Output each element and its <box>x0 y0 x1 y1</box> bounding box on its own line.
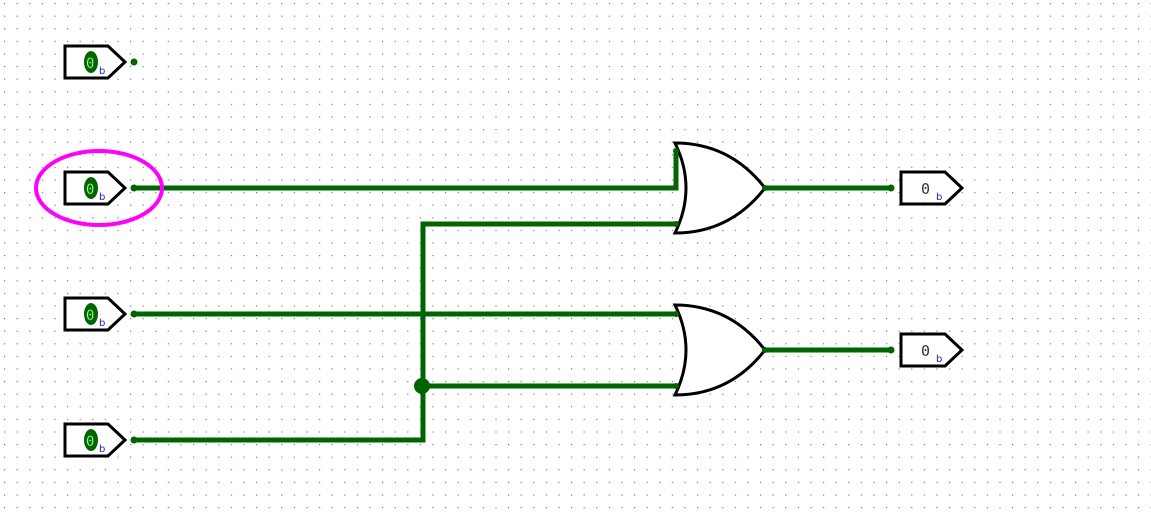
or-gate-input-port <box>673 148 679 154</box>
input-pin-radix: b <box>99 318 105 329</box>
or-gate-body <box>672 303 767 397</box>
input-pin-radix: b <box>99 192 105 203</box>
wire-input-2-to-or-1[interactable] <box>131 148 679 191</box>
output-pin-body <box>899 332 965 368</box>
input-pin-radix: b <box>99 444 105 455</box>
input-pin-value: 0 <box>86 56 94 72</box>
input-pin-radix: b <box>99 66 105 77</box>
input-pin-port <box>130 58 138 66</box>
input-pin-led[interactable] <box>84 303 98 325</box>
output-pin-port <box>887 346 895 354</box>
output-pin-radix: b <box>936 192 942 203</box>
input-pin-3[interactable]: 0 b <box>63 296 138 332</box>
or-gate-1[interactable] <box>672 141 768 235</box>
output-pin-value: 0 <box>921 342 930 360</box>
or-gate-output-port <box>762 185 768 191</box>
output-pin-1[interactable]: 0 b <box>887 170 965 206</box>
input-pin-led[interactable] <box>84 177 98 199</box>
output-pin-body <box>899 170 965 206</box>
input-pin-value: 0 <box>86 434 94 450</box>
input-pin-led[interactable] <box>84 429 98 451</box>
output-pin-port <box>887 184 895 192</box>
input-pin-port <box>130 436 138 444</box>
wire-junction <box>414 378 430 394</box>
input-pin-value: 0 <box>86 308 94 324</box>
wire-input-4-to-junction[interactable] <box>131 383 679 443</box>
wires <box>131 148 894 443</box>
input-pin-4[interactable]: 0 b <box>63 422 138 458</box>
input-pin-2[interactable]: 0 b <box>63 170 138 206</box>
selection-highlight <box>34 149 164 227</box>
or-gate-body <box>672 141 767 235</box>
input-pin-value: 0 <box>86 182 94 198</box>
or-gate-output-port <box>762 347 768 353</box>
or-gate-input-port <box>673 311 679 317</box>
input-pin-led[interactable] <box>84 51 98 73</box>
or-gate-input-port <box>673 221 679 227</box>
or-gate-2[interactable] <box>672 303 768 397</box>
wire-junction-to-or-1[interactable] <box>420 221 679 389</box>
output-pin-value: 0 <box>921 180 930 198</box>
input-pin-1[interactable]: 0 b <box>63 44 138 80</box>
input-pin-port <box>130 184 138 192</box>
output-pin-2[interactable]: 0 b <box>887 332 965 368</box>
output-pin-radix: b <box>936 354 942 365</box>
input-pin-port <box>130 310 138 318</box>
or-gate-input-port <box>673 383 679 389</box>
